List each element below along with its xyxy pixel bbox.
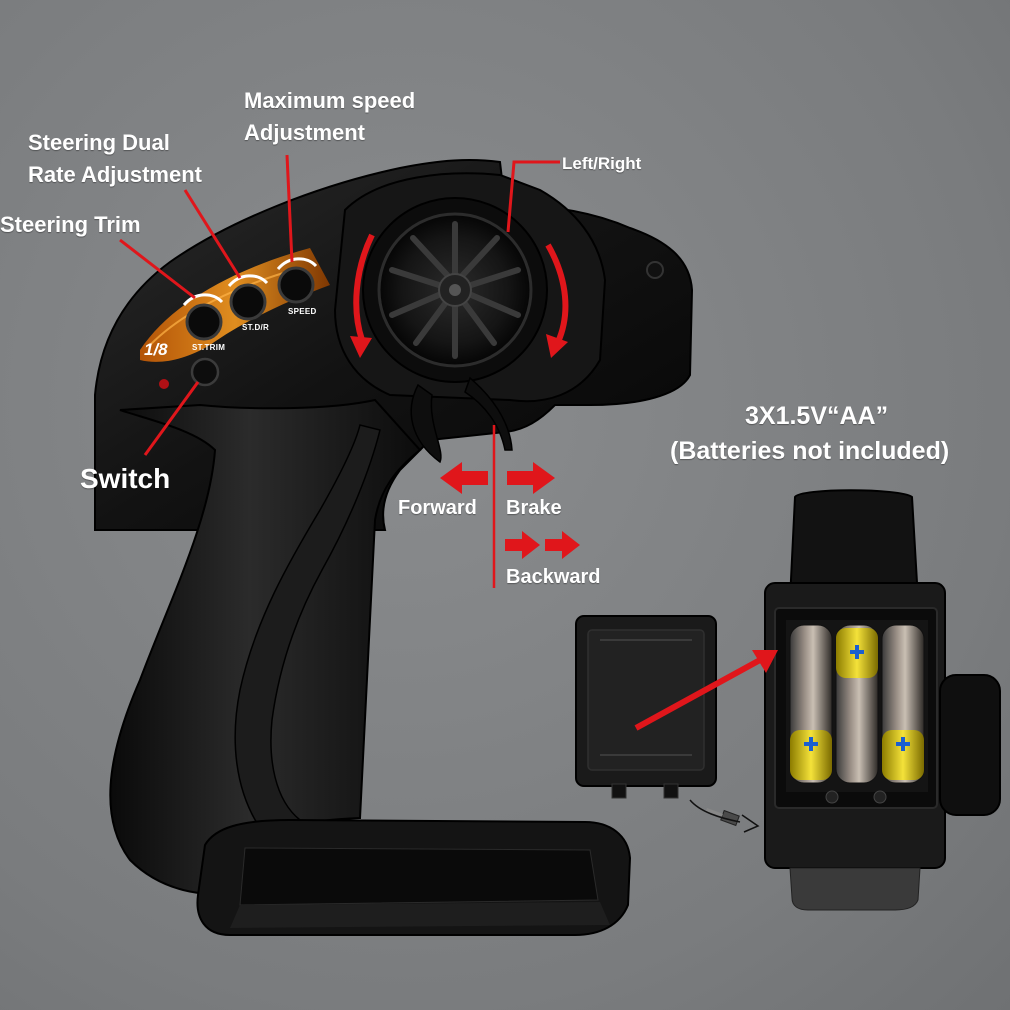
screw	[705, 808, 740, 827]
battery-note-label: (Batteries not included)	[670, 437, 950, 465]
forward-label: Forward	[398, 497, 477, 519]
brake-label: Brake	[506, 497, 562, 519]
battery-spec-label: 3X1.5V“AA”	[745, 402, 889, 430]
battery-cover	[575, 615, 717, 799]
plus-sign-icon	[804, 645, 910, 751]
dual-rate-pointer	[183, 189, 242, 279]
speed-knob	[277, 266, 315, 304]
steering-trim-knob	[185, 303, 223, 341]
knob-dual-rate-marking: ST.D/R	[242, 323, 270, 332]
dual-rate-label-line1: Steering Dual	[28, 130, 170, 155]
left-turn-arrow	[353, 233, 375, 341]
knob-trim-marking: ST.TRIM	[192, 343, 226, 352]
backward-arrow-1	[505, 531, 540, 559]
forward-arrow	[440, 462, 488, 494]
steering-dual-rate-knob	[229, 283, 267, 321]
throttle-trigger	[410, 383, 442, 464]
left-right-pointer	[506, 160, 560, 233]
max-speed-label-line1: Maximum speed	[244, 88, 416, 113]
knob-speed-marking: SPEED	[288, 307, 317, 316]
battery-compartment-view	[764, 489, 1001, 911]
steering-trim-label: Steering Trim	[0, 212, 141, 237]
switch-pointer	[143, 381, 200, 456]
switch-label: Switch	[80, 463, 171, 494]
scale-badge: 1/8	[144, 340, 168, 359]
trim-pointer	[119, 238, 196, 300]
backward-label: Backward	[506, 566, 601, 588]
max-speed-pointer	[285, 154, 294, 263]
battery-pointer	[634, 657, 762, 731]
steering-wheel	[362, 197, 548, 383]
brake-arrow	[507, 462, 555, 494]
dual-rate-label-line2: Rate Adjustment	[28, 162, 202, 187]
max-speed-label-line2: Adjustment	[244, 120, 365, 145]
right-turn-arrow	[545, 243, 569, 344]
power-switch-button	[190, 357, 220, 387]
left-right-label: Left/Right	[562, 154, 642, 173]
power-led	[159, 379, 169, 389]
backward-arrow-2	[545, 531, 580, 559]
